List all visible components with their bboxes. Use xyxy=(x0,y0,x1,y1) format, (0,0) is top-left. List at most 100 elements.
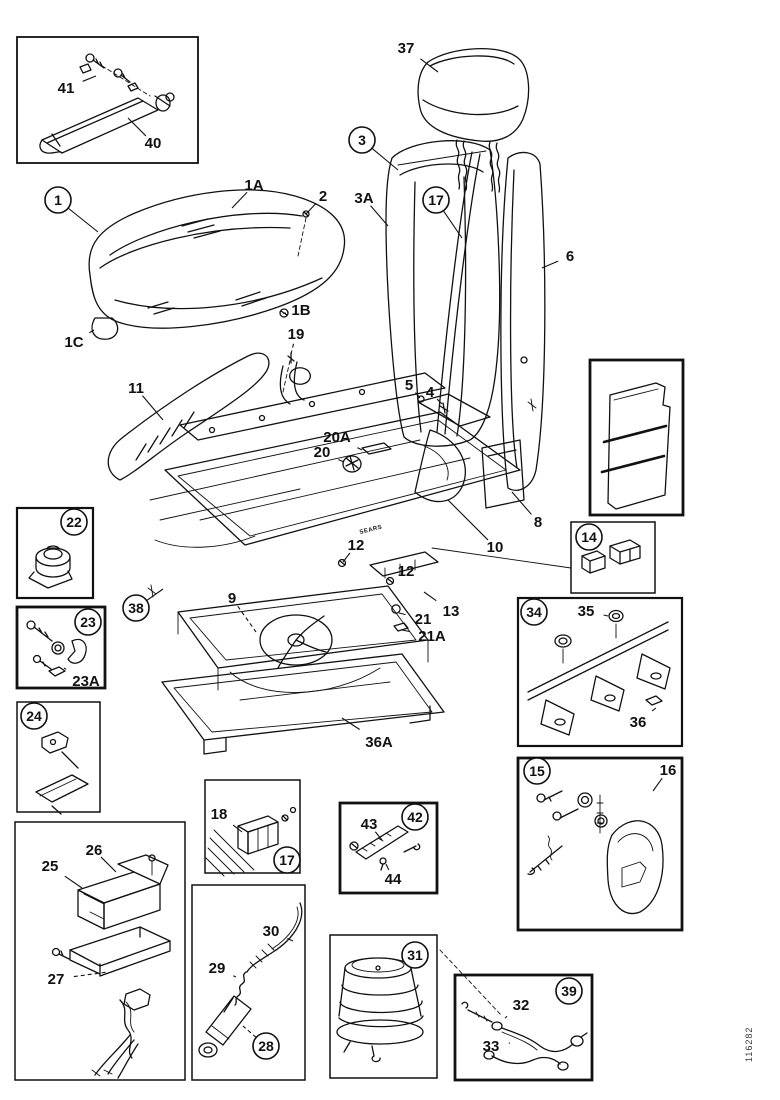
callout-label: 5 xyxy=(405,377,413,394)
callout-33: 33 xyxy=(483,1038,511,1055)
callout-44: 44 xyxy=(385,863,402,888)
callout-label: 3A xyxy=(354,190,373,207)
callout-3: 3 xyxy=(348,126,399,171)
callout-16: 16 xyxy=(652,762,676,792)
callout-label: 44 xyxy=(385,871,402,888)
callout-label: 40 xyxy=(145,135,162,152)
callout-23: 23 xyxy=(74,608,102,636)
callout-label: 30 xyxy=(263,923,280,940)
leader-line xyxy=(423,591,437,602)
callout-20a: 20A xyxy=(323,429,363,451)
switch-block-18-drawing xyxy=(205,806,297,877)
leader-line xyxy=(283,312,287,315)
callout-38: 38 xyxy=(122,588,164,622)
leader-line xyxy=(652,777,663,792)
callout-label: 12 xyxy=(348,537,365,554)
bracket-24-drawing xyxy=(35,731,89,815)
leader-line xyxy=(305,202,317,215)
leader-line xyxy=(73,971,109,978)
callout-label: 11 xyxy=(128,380,144,397)
callout-label: 1C xyxy=(64,334,83,351)
inset-boxes xyxy=(14,36,685,1082)
leader-line-14 xyxy=(431,547,572,569)
switch-block-detail-box xyxy=(204,779,301,874)
callout-label: 31 xyxy=(407,947,423,963)
callout-circle xyxy=(252,1032,280,1060)
leader-line xyxy=(374,831,383,841)
leader-line xyxy=(237,605,257,633)
callout-36a: 36A xyxy=(341,717,393,751)
callout-label: 17 xyxy=(279,852,295,868)
control-modules-detail-box xyxy=(14,821,186,1081)
leader-line xyxy=(504,1015,508,1019)
callout-circle xyxy=(122,594,150,622)
callout-label: 27 xyxy=(48,971,65,988)
callout-label: 1 xyxy=(54,192,62,208)
leader-line xyxy=(603,614,609,617)
callout-label: 41 xyxy=(58,80,75,97)
leader-line xyxy=(357,447,363,451)
torsion-bar-detail-box xyxy=(516,596,684,748)
recliner-15-drawing xyxy=(527,790,664,915)
callout-label: 6 xyxy=(566,248,574,265)
callout-label: 20 xyxy=(314,444,331,461)
callout-label: 43 xyxy=(361,816,378,833)
lumbar-switch-detail-box xyxy=(15,506,95,600)
callout-circle xyxy=(74,608,102,636)
callout-label: 28 xyxy=(258,1038,274,1054)
callout-circle xyxy=(555,977,583,1005)
leader-line xyxy=(398,612,406,616)
callout-22: 22 xyxy=(60,508,88,536)
callout-label: 1A xyxy=(244,177,263,194)
callout-label: 4 xyxy=(426,384,435,401)
callout-1c: 1C xyxy=(64,329,95,351)
leader-line xyxy=(290,343,295,355)
leader-line xyxy=(287,937,294,942)
connectors-14-drawing xyxy=(581,539,641,574)
leader-line xyxy=(370,205,389,227)
callout-label: 39 xyxy=(561,983,577,999)
back-panel-7-drawing xyxy=(600,382,671,510)
leader-line xyxy=(401,629,410,633)
callout-label: 33 xyxy=(483,1038,500,1055)
callout-circle xyxy=(523,757,551,785)
callout-12: 12 xyxy=(342,537,365,563)
leader-line xyxy=(242,1025,257,1038)
callout-43: 43 xyxy=(361,816,383,841)
connectors-14-detail-box xyxy=(570,521,656,594)
callout-label: 18 xyxy=(211,806,228,823)
figure-number: 116282 xyxy=(744,1027,754,1062)
callout-label: 9 xyxy=(228,590,236,607)
callout-label: 38 xyxy=(128,600,144,616)
leader-line xyxy=(127,117,147,137)
callout-10: 10 xyxy=(447,499,503,556)
callout-circle xyxy=(401,941,429,969)
leader-line xyxy=(511,491,532,515)
air-hose-detail-box xyxy=(453,973,594,1082)
callout-23a: 23A xyxy=(63,667,100,690)
back-panel-detail-box xyxy=(588,358,685,517)
leader-line xyxy=(64,875,83,889)
callout-circle xyxy=(575,523,603,551)
callout-5: 5 xyxy=(405,377,421,399)
callout-29: 29 xyxy=(209,960,237,978)
hardware-23-drawing xyxy=(26,620,87,677)
callout-circle xyxy=(60,508,88,536)
callout-4: 4 xyxy=(426,384,443,405)
leader-line xyxy=(338,458,345,463)
hardware-23-detail-box xyxy=(15,605,107,690)
callout-label: 26 xyxy=(86,842,103,859)
leader-line xyxy=(89,329,95,334)
callout-label: 34 xyxy=(526,604,542,620)
callout-label: 25 xyxy=(42,858,59,875)
callout-label: 14 xyxy=(581,529,597,545)
callout-label: 20A xyxy=(323,429,351,446)
callout-label: 21 xyxy=(415,611,432,628)
callout-2: 2 xyxy=(305,188,327,215)
callout-30: 30 xyxy=(263,923,294,942)
callout-label: 8 xyxy=(534,514,542,531)
suspension-frame-drawing xyxy=(107,352,521,632)
callout-27: 27 xyxy=(48,971,109,988)
callout-label: 2 xyxy=(319,188,327,205)
